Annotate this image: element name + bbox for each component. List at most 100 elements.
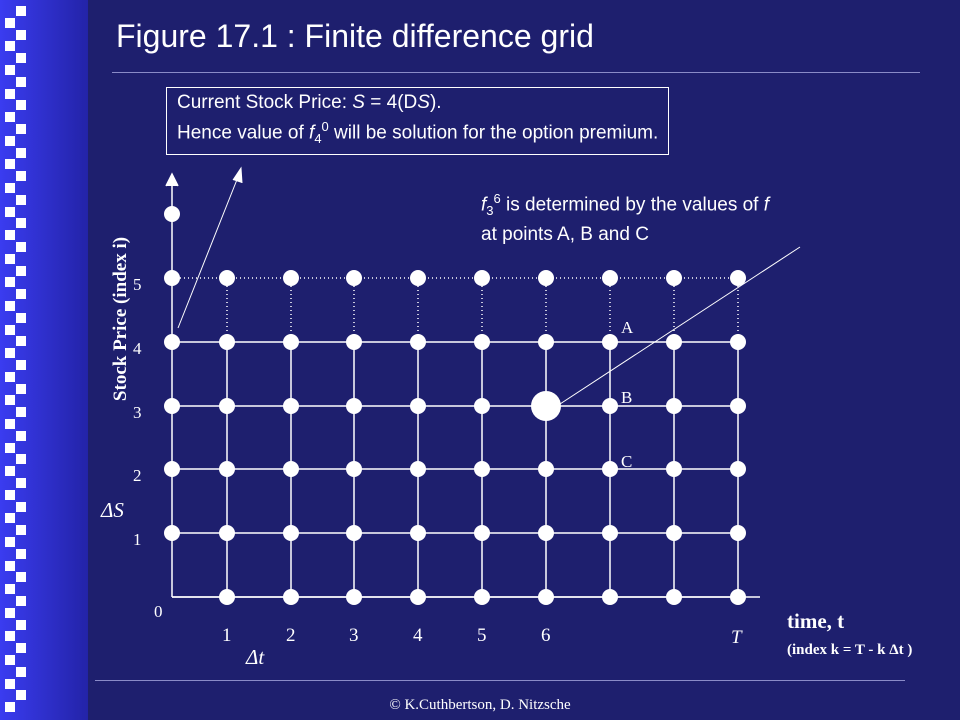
sidebar-square — [5, 702, 15, 713]
sidebar-square — [5, 277, 15, 288]
sidebar-square — [5, 395, 15, 406]
sidebar-square — [16, 430, 26, 441]
grid-node — [666, 398, 682, 414]
node-f36 — [531, 391, 561, 421]
sidebar-square — [16, 454, 26, 465]
callout-text: S — [417, 92, 430, 113]
sidebar-square — [16, 525, 26, 536]
grid-node — [730, 398, 746, 414]
x-end-tick-t: T — [731, 627, 742, 648]
callout-text: f — [481, 194, 487, 216]
sidebar-square — [16, 501, 26, 512]
grid-node — [474, 270, 490, 286]
sidebar-square — [5, 159, 15, 170]
sidebar-square — [5, 489, 15, 500]
sidebar-square — [5, 253, 15, 264]
origin-label: 0 — [154, 602, 163, 621]
sidebar-square — [16, 147, 26, 158]
callout-text: will be solution for the option premium. — [328, 122, 659, 144]
sidebar-square — [16, 666, 26, 677]
grid-node — [730, 525, 746, 541]
grid-node — [666, 461, 682, 477]
sidebar-square — [16, 596, 26, 606]
grid-node — [602, 270, 618, 286]
point-b-label: B — [621, 388, 633, 407]
sidebar-square — [5, 371, 15, 382]
pointer-arrow-stock — [232, 166, 243, 184]
callout-text: 3 — [486, 203, 494, 219]
grid-node — [538, 334, 554, 350]
grid-node — [410, 461, 426, 477]
callout-text: f — [309, 122, 315, 144]
callout-text: S — [352, 92, 365, 113]
x-axis-sublabel: (index k = T - k Δt ) — [787, 642, 913, 658]
x-tick-label: 4 — [413, 625, 423, 646]
grid-node — [602, 398, 618, 414]
grid-node — [730, 270, 746, 286]
sidebar-square — [16, 29, 26, 40]
sidebar-square — [5, 88, 15, 99]
title-divider — [112, 72, 920, 73]
sidebar-square — [5, 324, 15, 335]
x-axis-label: time, t — [787, 609, 845, 633]
sidebar-square — [5, 513, 15, 524]
grid-node — [602, 334, 618, 350]
callout-text: is determined by the values of — [500, 194, 764, 216]
sidebar-square — [5, 65, 15, 75]
point-a-label: A — [621, 318, 634, 337]
y-tick-label: 2 — [133, 466, 142, 485]
sidebar-square — [5, 584, 15, 595]
sidebar-square — [16, 171, 26, 182]
sidebar-square — [5, 419, 15, 429]
grid-node — [283, 398, 299, 414]
pointer-line-f36 — [559, 246, 801, 405]
copyright: © K.Cuthbertson, D. Nitzsche — [389, 697, 571, 713]
callout-text: 6 — [493, 191, 501, 206]
delta-t-label: Δt — [246, 645, 265, 669]
y-tick-label: 3 — [133, 403, 142, 422]
sidebar-square — [16, 478, 26, 488]
y-tick-label: 1 — [133, 530, 142, 549]
grid-node — [219, 398, 235, 414]
footer-divider — [95, 680, 905, 681]
grid-node — [283, 461, 299, 477]
grid-node — [219, 525, 235, 541]
sidebar-square — [16, 407, 26, 418]
grid-node — [219, 461, 235, 477]
sidebar-square — [5, 135, 15, 146]
grid-node — [602, 461, 618, 477]
sidebar-square — [5, 655, 15, 665]
sidebar-square — [16, 619, 26, 630]
sidebar-square — [5, 183, 15, 193]
delta-s-label: ΔS — [101, 498, 124, 522]
x-tick-label: 6 — [541, 625, 551, 646]
y-tick-label: 4 — [133, 339, 142, 358]
callout-line-2: Hence value of f40 will be solution for … — [177, 115, 658, 151]
grid-node — [346, 334, 362, 350]
sidebar-square — [5, 206, 15, 217]
sidebar-square — [16, 76, 26, 87]
grid-node — [219, 270, 235, 286]
y-axis-arrow — [165, 172, 179, 187]
grid-node — [474, 398, 490, 414]
callout-line-1: Current Stock Price: S = 4(DS). — [177, 91, 658, 115]
grid-node — [666, 334, 682, 350]
sidebar-square — [16, 124, 26, 134]
callout-text: ). — [429, 92, 442, 113]
callout-f36: f36 is determined by the values of f at … — [481, 187, 770, 248]
callout-text: Current Stock Price: — [177, 92, 353, 113]
grid-node — [283, 334, 299, 350]
grid-node — [538, 461, 554, 477]
grid-node — [474, 334, 490, 350]
sidebar-square — [5, 301, 15, 311]
grid-node — [538, 270, 554, 286]
sidebar-square — [5, 560, 15, 571]
grid-node — [666, 270, 682, 286]
grid-node — [219, 334, 235, 350]
sidebar-squares — [5, 6, 26, 716]
sidebar-square — [16, 336, 26, 347]
sidebar-square — [5, 466, 15, 477]
grid-node — [730, 334, 746, 350]
sidebar-square — [5, 230, 15, 241]
